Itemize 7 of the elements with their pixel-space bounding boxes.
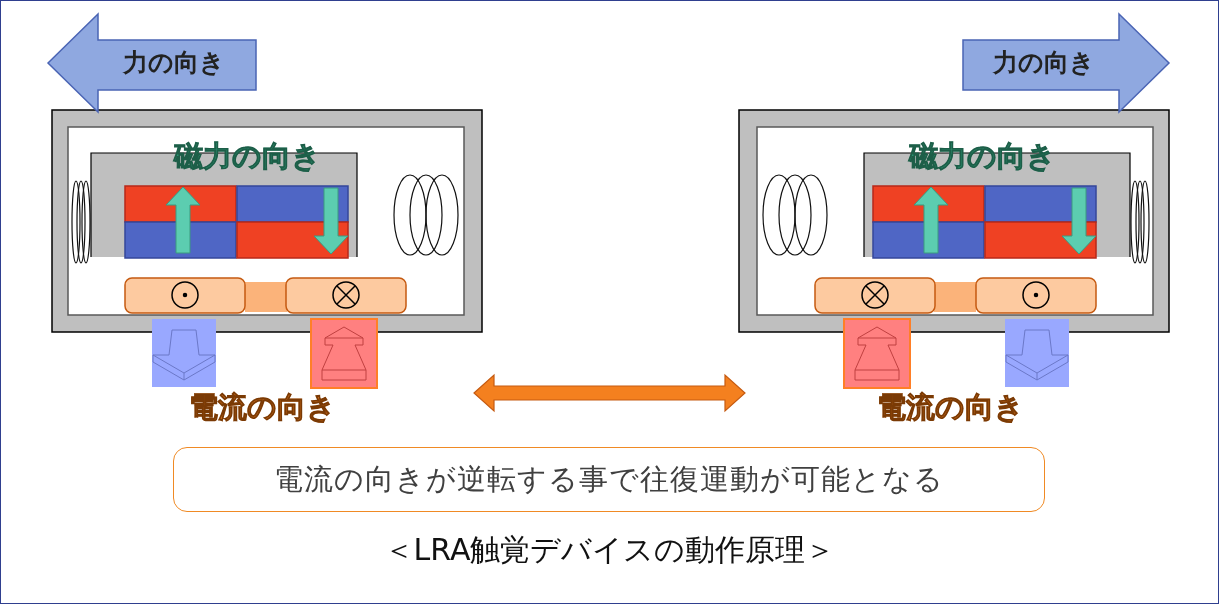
statement-text: 電流の向きが逆転する事で往復運動が可能となる [274,460,944,498]
force-label: 力の向き [993,46,1095,79]
current-label: 電流の向き [876,389,1024,426]
diagram-title: ＜LRA触覚デバイスの動作原理＞ [382,531,837,569]
force-label: 力の向き [123,46,225,79]
current-label: 電流の向き [188,389,336,426]
statement-box [173,447,1045,512]
